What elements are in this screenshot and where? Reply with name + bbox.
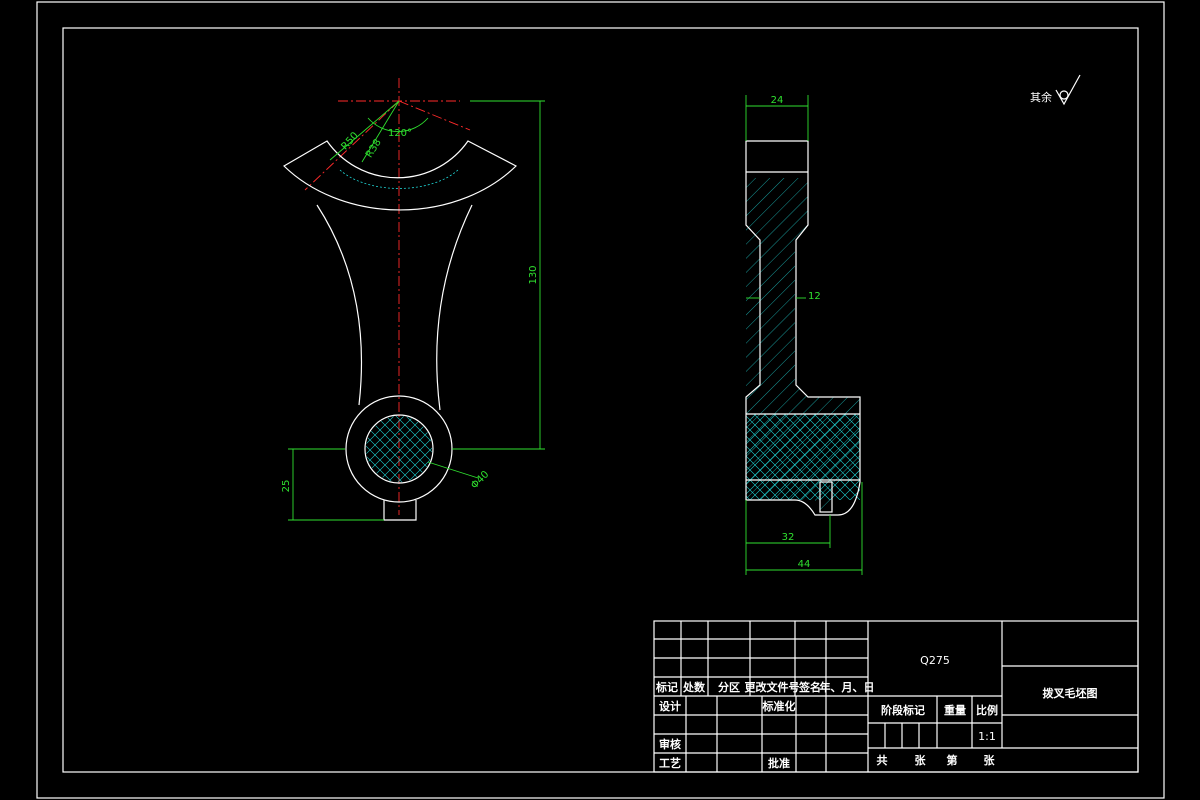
surface-note: 其余 bbox=[1030, 74, 1081, 106]
tb-design: 设计 bbox=[659, 699, 681, 713]
tb-page: 第 bbox=[947, 753, 958, 767]
sheet-border bbox=[36, 1, 1165, 799]
tb-stage-mark: 阶段标记 bbox=[881, 703, 925, 717]
dim-front-phi40: Φ40 bbox=[469, 469, 491, 491]
tb-material: Q275 bbox=[920, 654, 950, 667]
tb-process: 工艺 bbox=[659, 756, 681, 770]
tb-drawing-title: 拨叉毛坯图 bbox=[1043, 686, 1098, 700]
dim-front-height: 130 bbox=[528, 265, 539, 284]
title-block: 标记 处数 分区 更改文件号 签名 年、月、日 设计 标准化 审核 工艺 批准 … bbox=[653, 620, 1139, 773]
dim-front-r38: R38 bbox=[364, 137, 384, 160]
tb-header-change-doc: 更改文件号 bbox=[745, 680, 800, 694]
tb-total: 共 bbox=[877, 753, 888, 767]
tb-header-signature: 签名 bbox=[798, 680, 821, 694]
dim-front-angle: 120° bbox=[388, 128, 412, 139]
tb-header-zone: 分区 bbox=[718, 680, 740, 694]
tb-sheet: 张 bbox=[984, 753, 996, 767]
tb-header-mark: 标记 bbox=[655, 680, 678, 694]
tb-scale-label: 比例 bbox=[976, 703, 998, 717]
tb-scale-value: 1:1 bbox=[978, 730, 996, 743]
surface-note-text: 其余 bbox=[1030, 90, 1052, 104]
dim-front-25: 25 bbox=[281, 480, 292, 493]
tb-approve: 批准 bbox=[768, 756, 790, 770]
tb-standardization: 标准化 bbox=[762, 699, 796, 713]
tb-weight: 重量 bbox=[944, 703, 966, 717]
tb-header-count: 处数 bbox=[682, 680, 706, 694]
side-view: 24 12 32 44 bbox=[745, 95, 863, 575]
dim-side-44: 44 bbox=[798, 559, 811, 570]
front-view: 130 25 R50 R38 120° Φ40 bbox=[281, 78, 545, 521]
dim-front-r50: R50 bbox=[339, 130, 360, 152]
dim-side-32: 32 bbox=[782, 532, 795, 543]
dim-side-12: 12 bbox=[808, 291, 821, 302]
tb-sheets: 张 bbox=[915, 753, 927, 767]
tb-header-date: 年、月、日 bbox=[820, 680, 875, 694]
dim-side-24: 24 bbox=[771, 95, 784, 106]
roughness-icon bbox=[1055, 74, 1081, 106]
tb-review: 审核 bbox=[659, 737, 681, 751]
